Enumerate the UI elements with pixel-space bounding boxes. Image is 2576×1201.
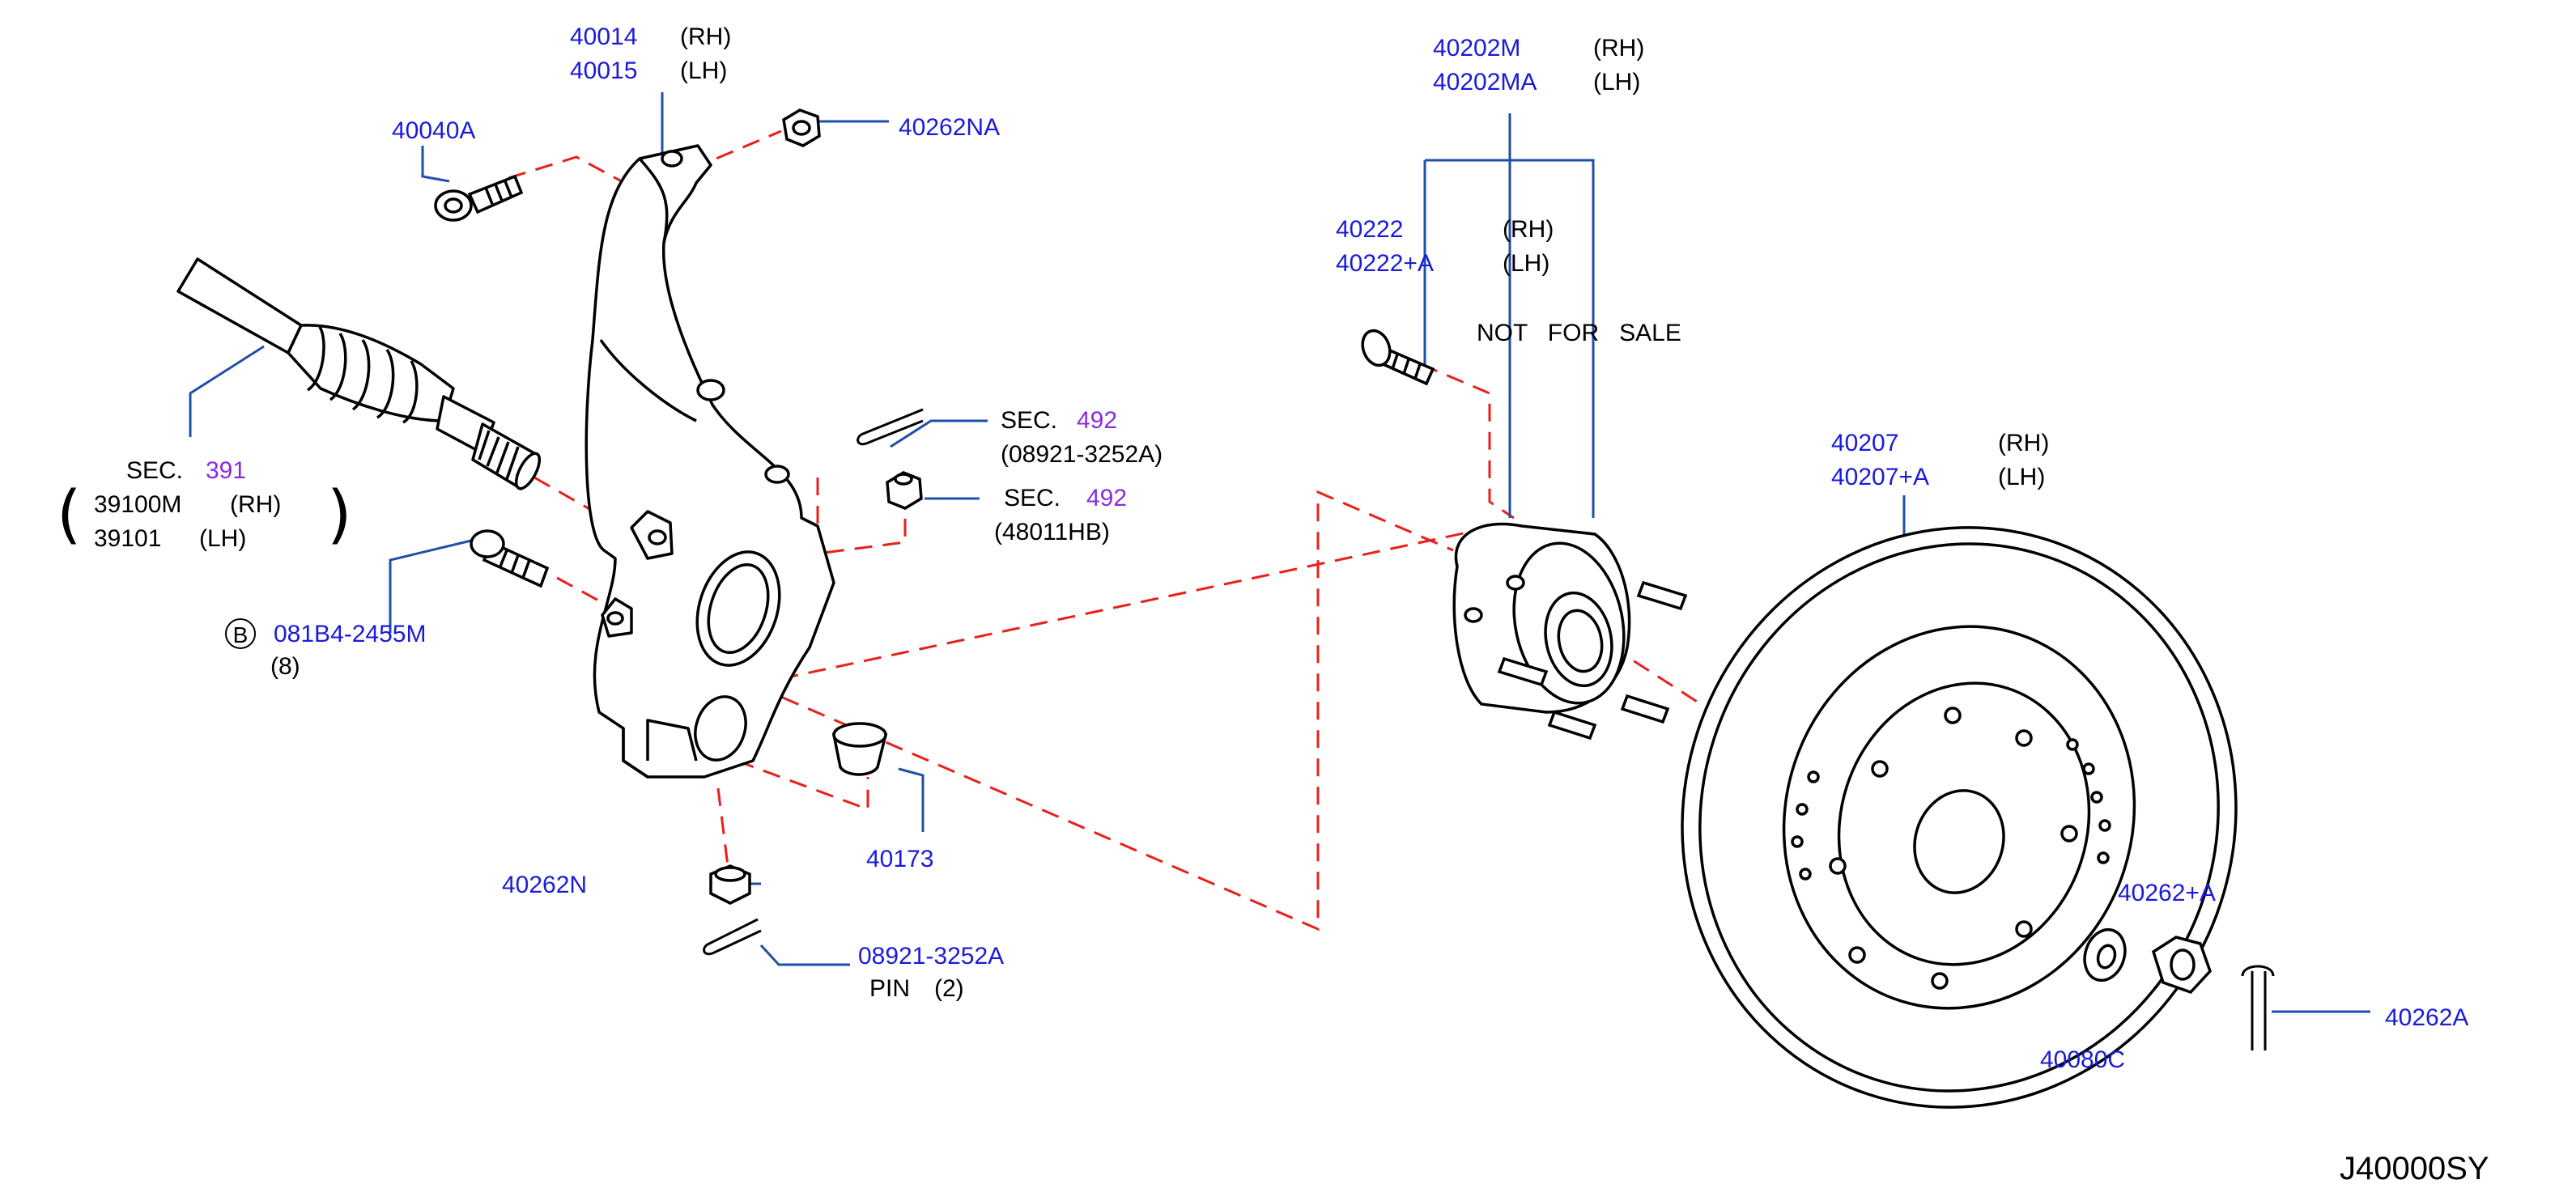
stud-part-number-rh[interactable]: 40222 [1336,216,1404,243]
pin-lower-quantity: (2) [934,975,964,1002]
drive-shaft [176,257,542,490]
driveshaft-part-number-rh: 39100M [94,491,182,518]
hub-nut [2151,936,2213,995]
nut-lower-part-number[interactable]: 40262N [502,872,588,898]
bolt-lower [470,529,550,588]
driveshaft-close-paren: ) [327,478,352,551]
pin-lower-part-number[interactable]: 08921-3252A [858,943,1005,970]
ref-b-badge: B [225,618,256,649]
castle-nut-sec-prefix: SEC. [1004,485,1061,511]
hub-side-lh: (LH) [1593,69,1641,95]
driveshaft-open-paren: ( [57,478,82,551]
washer [2083,927,2127,982]
stud-part-number-lh[interactable]: 40222+A [1336,250,1434,277]
bolt-upper-part-number[interactable]: 40040A [392,117,476,144]
rotor-side-lh: (LH) [1998,464,2046,490]
knuckle-side-lh: (LH) [680,57,728,84]
pin-lower-description: PIN [869,975,911,1002]
not-for-sale-note: NOT FOR SALE [1477,320,1681,346]
knuckle-part-number-lh[interactable]: 40015 [570,57,638,84]
bolt-lower-ref-circle: B [225,618,256,650]
knuckle-side-rh: (RH) [680,23,732,50]
castle-nut-part-number: (48011HB) [994,519,1110,545]
wheel-stud [1361,329,1435,386]
knuckle-part-number-rh[interactable]: 40014 [570,23,638,50]
hub-nut-part-number[interactable]: 40262+A [2118,880,2216,906]
cotter-upper-part-number: (08921-3252A) [1001,441,1163,468]
cotter-upper-sec-prefix: SEC. [1001,407,1058,434]
nut-upper [782,108,821,147]
stud-side-rh: (RH) [1503,216,1554,243]
castle-nut-upper [886,471,923,510]
rotor-part-number-rh[interactable]: 40207 [1831,430,1899,456]
hub-part-number-rh[interactable]: 40202M [1433,35,1521,62]
driveshaft-side-rh: (RH) [230,491,282,518]
cotter-pin-hub [2241,965,2275,1050]
cotter-upper-section-link[interactable]: 492 [1077,407,1118,434]
rotor-part-number-lh[interactable]: 40207+A [1831,464,1929,490]
cotter-pin-lower [703,918,762,956]
steering-knuckle [584,144,835,779]
washer-part-number[interactable]: 40080C [2040,1046,2126,1073]
nut-lower [709,864,751,905]
hub-side-rh: (RH) [1593,35,1645,62]
bolt-lower-quantity: (8) [270,653,300,680]
hub-assembly [1452,522,1688,741]
bolt-lower-part-number[interactable]: 081B4-2455M [274,621,427,647]
diagram-code: J40000SY [2340,1151,2489,1186]
driveshaft-side-lh: (LH) [199,525,247,552]
bushing [831,722,888,776]
leader-lines [189,92,2370,1028]
driveshaft-part-number-lh: 39101 [94,525,162,552]
stud-side-lh: (LH) [1503,250,1550,277]
driveshaft-section-link[interactable]: 391 [206,457,247,484]
nut-upper-part-number[interactable]: 40262NA [899,114,1001,141]
hub-part-number-lh[interactable]: 40202MA [1433,69,1537,95]
cotter-pin-upper [857,408,924,446]
rotor-side-rh: (RH) [1998,430,2050,456]
driveshaft-sec-prefix: SEC. [126,457,184,484]
cotter-hub-part-number[interactable]: 40262A [2385,1004,2469,1031]
bushing-part-number[interactable]: 40173 [866,846,934,872]
brake-rotor [1681,526,2238,1109]
bolt-upper [434,174,524,222]
castle-nut-section-link[interactable]: 492 [1086,485,1128,511]
